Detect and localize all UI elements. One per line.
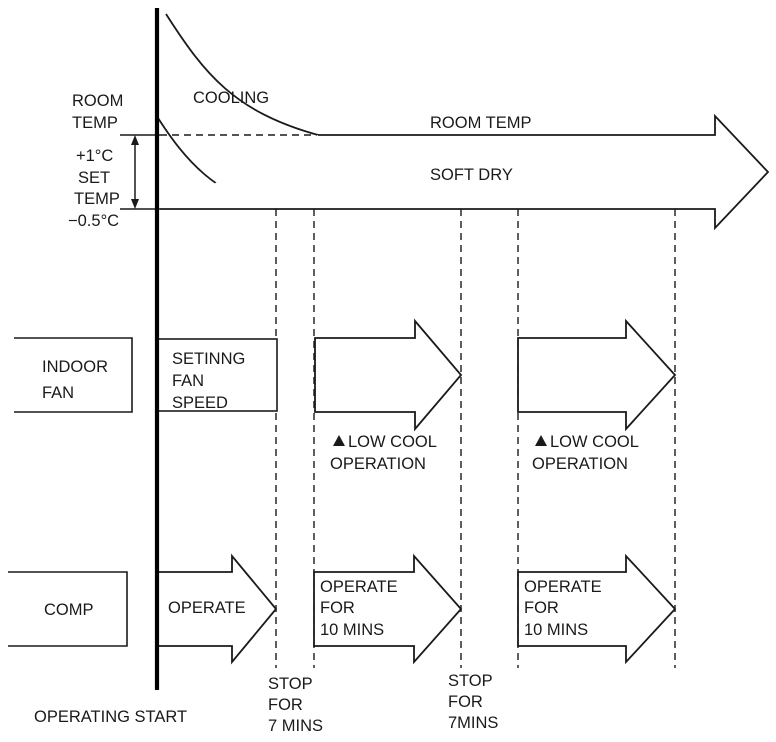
setting-fan-speed-line3: SPEED	[172, 394, 228, 412]
temperature-band-arrow	[160, 113, 770, 231]
comp-label: COMP	[44, 601, 94, 619]
low-cool-arrow-1	[314, 318, 463, 432]
indoor-fan-row: INDOOR FAN SETINNG FAN SPEED LOW COOL OP…	[14, 318, 677, 473]
operating-start-label: OPERATING START	[34, 708, 187, 726]
operate-10-1-line3: 10 MINS	[320, 621, 384, 639]
set-label: SET	[78, 169, 110, 187]
range-arrow-down	[131, 199, 139, 209]
operate-arrow	[158, 553, 278, 665]
indoor-fan-label-line1: INDOOR	[42, 358, 108, 376]
stop-7b-line3: 7MINS	[448, 714, 498, 732]
operate-10-2-line1: OPERATE	[524, 578, 602, 596]
low-cool-arrow-2	[517, 318, 677, 432]
range-arrow-up	[131, 135, 139, 145]
time-markers	[275, 209, 676, 668]
low-cool-marker-icon-1	[333, 435, 345, 446]
room-temp-arrow-label: ROOM TEMP	[430, 114, 531, 132]
low-cool-2-line1: LOW COOL	[550, 433, 639, 451]
room-temp-label-line1: ROOM	[72, 92, 123, 110]
soft-dry-label: SOFT DRY	[430, 166, 513, 184]
room-temp-label-line2: TEMP	[72, 114, 118, 132]
cooling-label: COOLING	[193, 89, 269, 107]
stop-7b-line2: FOR	[448, 693, 483, 711]
comp-row: COMP OPERATE OPERATE FOR 10 MINS OPERATE…	[8, 553, 677, 665]
stop-7-line3: 7 MINS	[268, 717, 323, 735]
operate-10-2-line2: FOR	[524, 599, 559, 617]
indoor-fan-label-line2: FAN	[42, 384, 74, 402]
setting-fan-speed-line2: FAN	[172, 372, 204, 390]
low-cool-1-line1: LOW COOL	[348, 433, 437, 451]
cooling-curve	[165, 13, 319, 136]
set-temp-label: TEMP	[74, 190, 120, 208]
low-cool-1-line2: OPERATION	[330, 455, 426, 473]
operate-10-1-line1: OPERATE	[320, 578, 398, 596]
stop-7b-line1: STOP	[448, 672, 493, 690]
setting-fan-speed-line1: SETINNG	[172, 350, 245, 368]
temperature-chart: ROOM TEMP +1°C SET TEMP −0.5°C COOLING R…	[68, 13, 770, 231]
operate-10-arrow-2	[517, 553, 677, 665]
minus-half-degree-label: −0.5°C	[68, 212, 119, 230]
operate-label: OPERATE	[168, 599, 246, 617]
stop-7-line2: FOR	[268, 696, 303, 714]
low-cool-2-line2: OPERATION	[532, 455, 628, 473]
indoor-fan-label-box	[14, 337, 133, 413]
stop-7-line1: STOP	[268, 675, 313, 693]
plus-one-degree-label: +1°C	[76, 147, 113, 165]
operate-10-arrow-1	[313, 553, 463, 665]
low-cool-marker-icon-2	[535, 435, 547, 446]
operate-10-2-line3: 10 MINS	[524, 621, 588, 639]
operate-10-1-line2: FOR	[320, 599, 355, 617]
comp-label-box	[8, 571, 128, 647]
timeline-labels: OPERATING START STOP FOR 7 MINS STOP FOR…	[34, 672, 498, 735]
